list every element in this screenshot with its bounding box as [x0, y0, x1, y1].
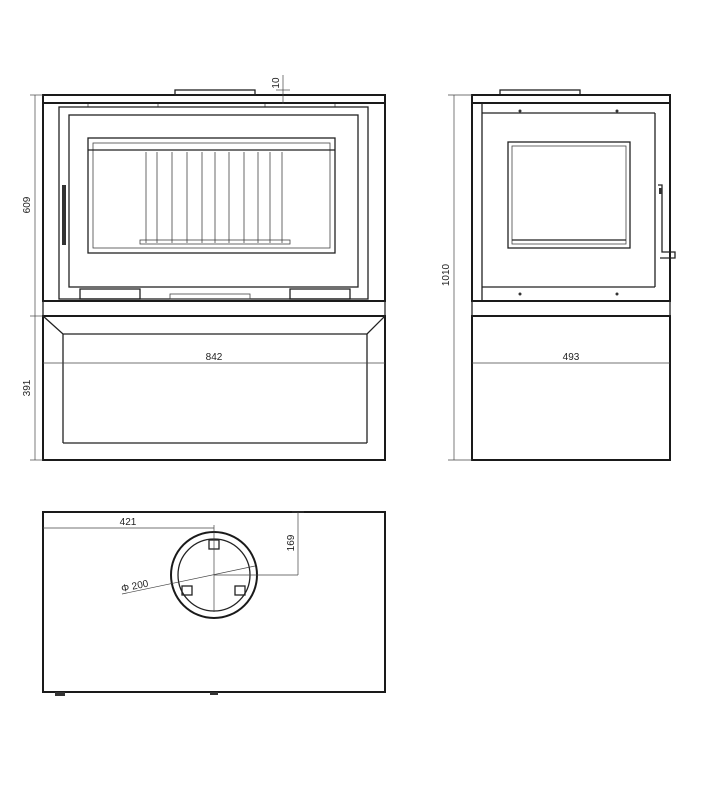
- bolt-icon: [615, 109, 619, 113]
- dim-line-diameter: [121, 565, 256, 595]
- front-view: 609 391 842 10: [22, 75, 386, 461]
- side-base: [471, 315, 671, 461]
- dim-label-10: 10: [271, 77, 282, 89]
- side-view: 1010 493: [441, 89, 676, 461]
- front-base: [42, 315, 386, 461]
- front-vent-right: [289, 288, 351, 300]
- dim-label-diameter: Φ 200: [120, 578, 150, 595]
- grate-base: [139, 239, 291, 245]
- front-glass: [87, 137, 336, 254]
- dim-label-169: 169: [286, 534, 297, 551]
- side-window-inner: [511, 145, 627, 245]
- bolt-icon: [518, 292, 522, 296]
- front-door-frame: [58, 106, 369, 300]
- side-handle-pin: [659, 188, 662, 194]
- dim-label-421: 421: [120, 517, 137, 528]
- top-foot: [55, 692, 65, 696]
- flue-notch-right: [234, 585, 246, 596]
- dim-label-1010: 1010: [441, 263, 452, 286]
- top-foot: [210, 692, 218, 695]
- front-vent-left: [79, 288, 141, 300]
- front-grate: [139, 152, 291, 245]
- front-vent-center: [169, 293, 251, 300]
- front-body: [42, 102, 386, 302]
- bolt-icon: [518, 109, 522, 113]
- dim-label-391: 391: [22, 379, 33, 396]
- side-body: [471, 102, 671, 302]
- front-glass-inner: [92, 142, 331, 249]
- flue-notch-left: [181, 585, 193, 596]
- side-top-plate: [471, 94, 671, 104]
- front-door-inner: [68, 114, 359, 288]
- top-view: Φ 200 421 169: [42, 511, 386, 696]
- front-top-plate: [42, 94, 386, 104]
- side-window: [507, 141, 631, 249]
- front-base-bevel: [42, 315, 386, 335]
- dim-label-493: 493: [563, 352, 580, 363]
- dim-label-609: 609: [22, 196, 33, 213]
- front-top-cover: [174, 89, 256, 96]
- side-handle-icon: [658, 184, 676, 259]
- door-handle-icon: [62, 185, 66, 245]
- dim-label-842: 842: [206, 352, 223, 363]
- bolt-icon: [615, 292, 619, 296]
